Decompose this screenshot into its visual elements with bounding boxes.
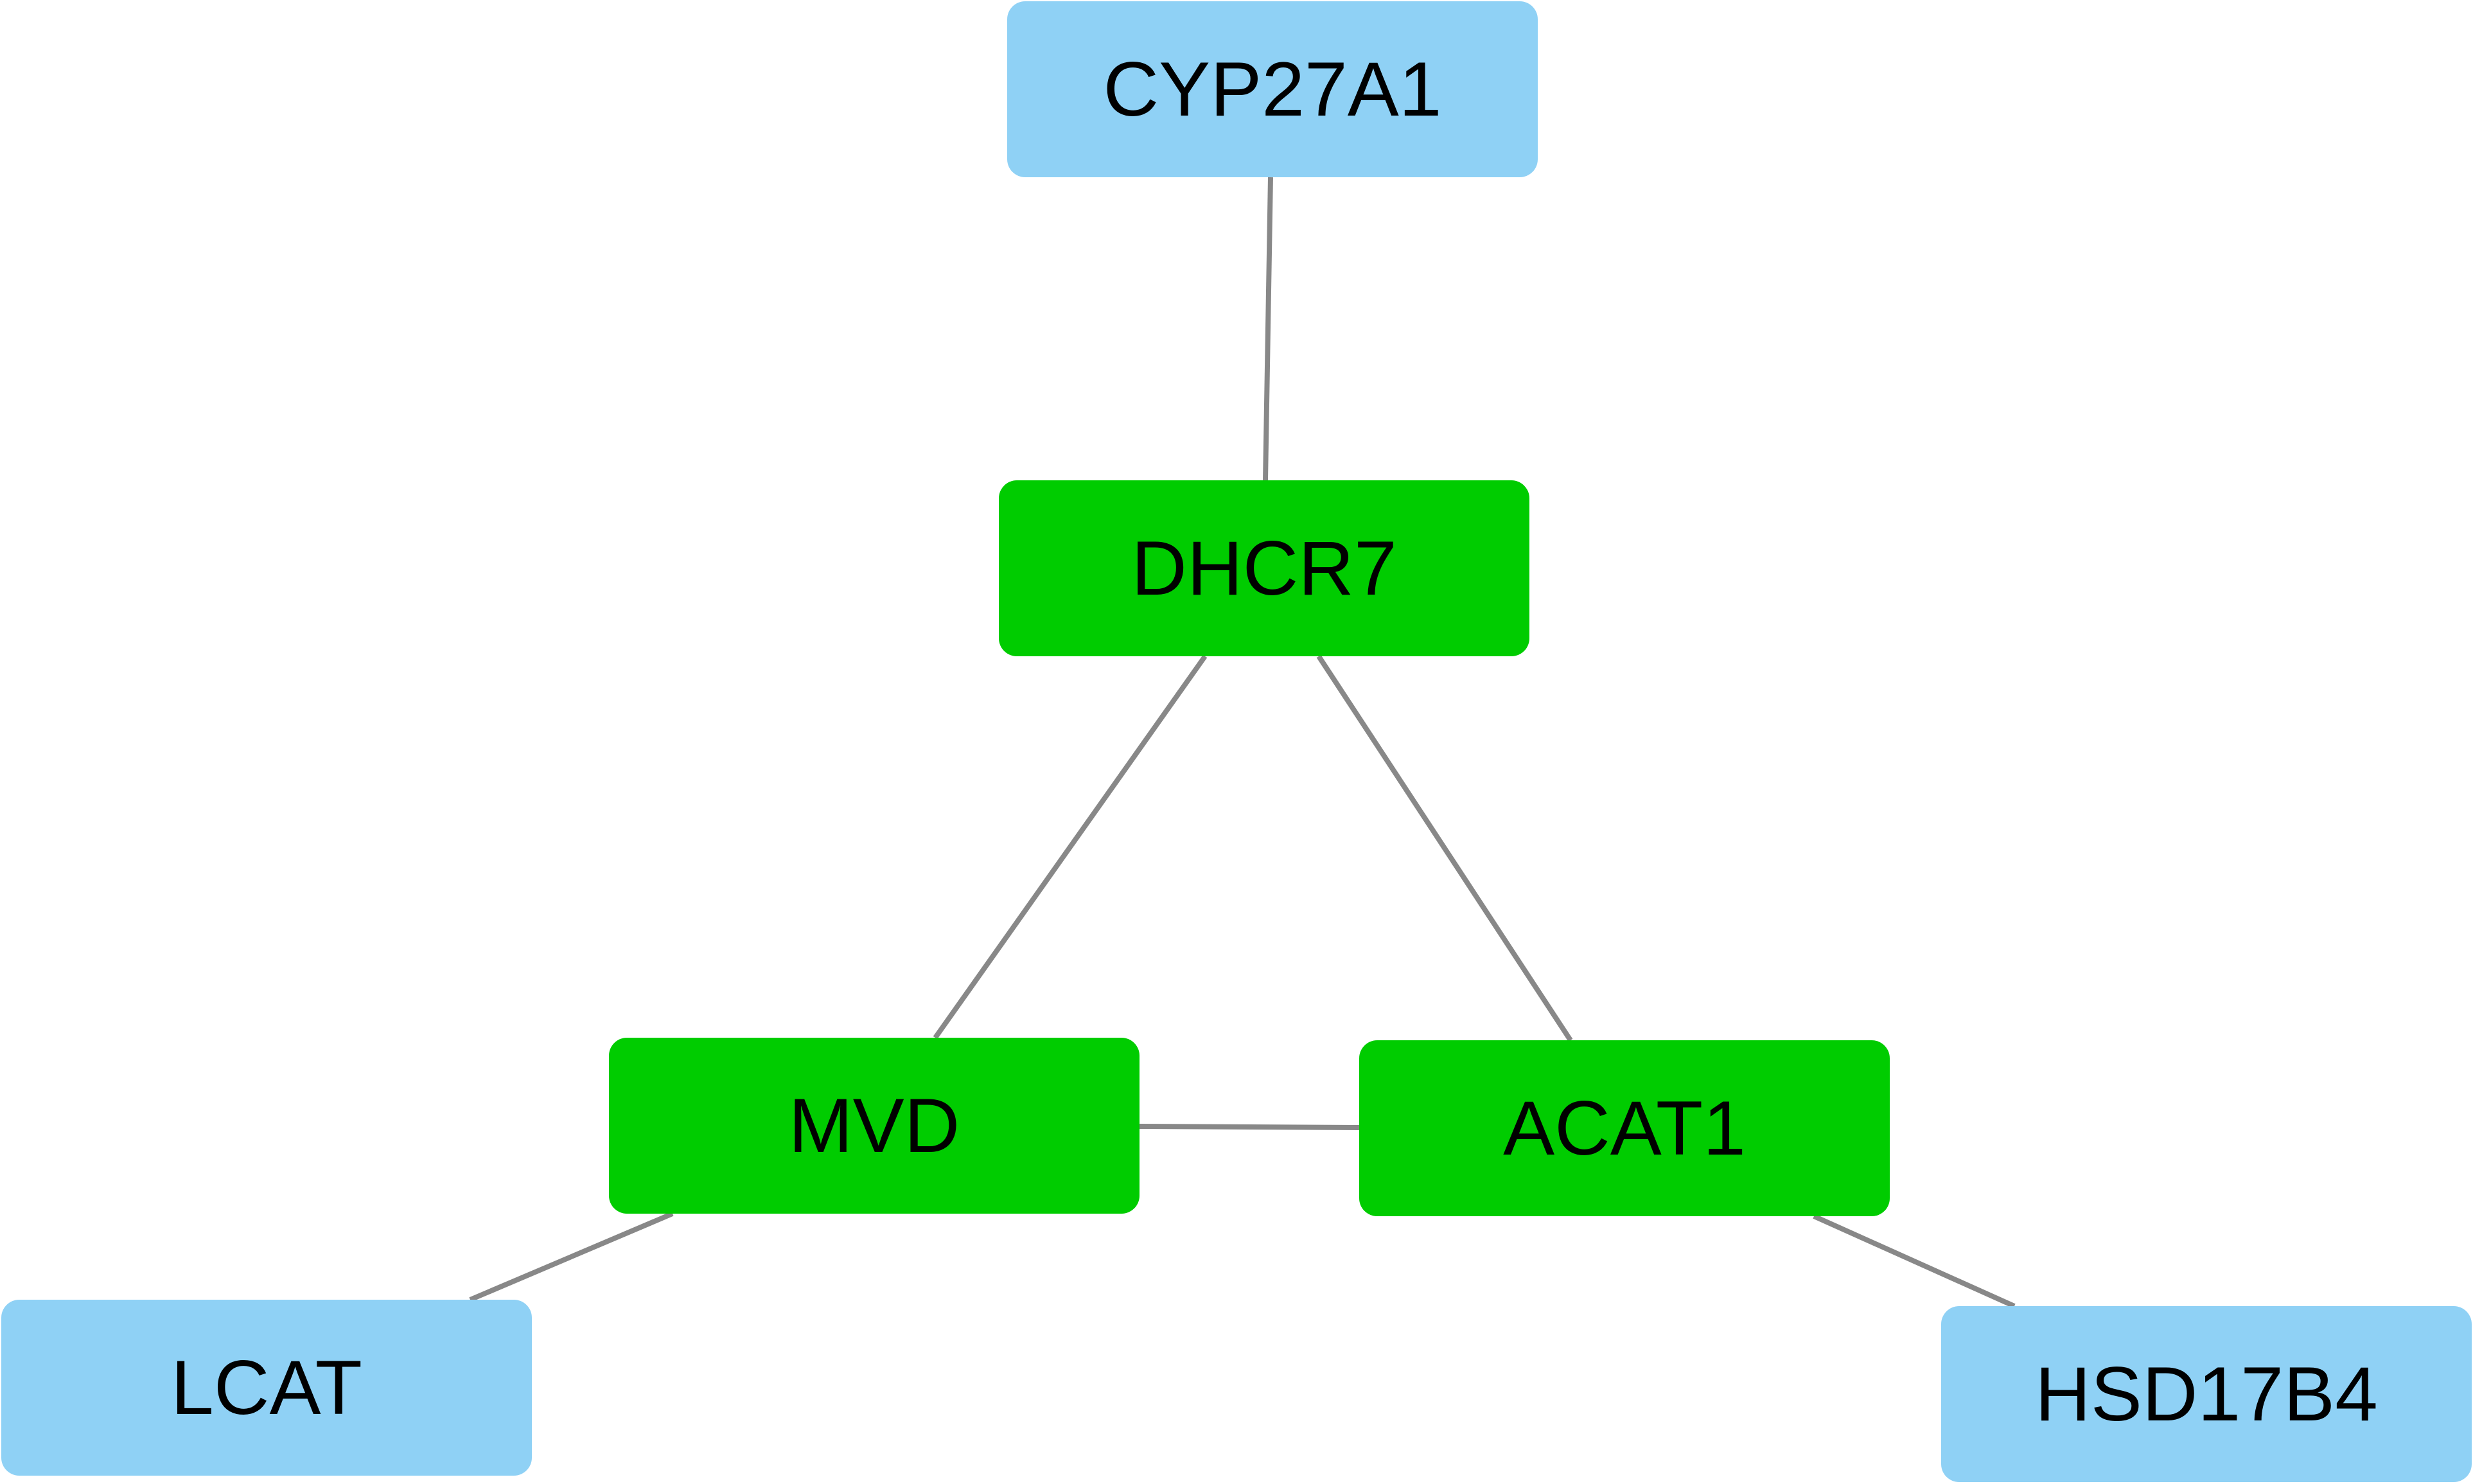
edge-dhcr7-acat1 <box>1316 654 1573 1042</box>
node-lcat-label: LCAT <box>171 1345 362 1431</box>
node-dhcr7[interactable]: DHCR7 <box>999 480 1529 656</box>
node-cyp27a1-label: CYP27A1 <box>1104 46 1442 132</box>
node-mvd-box <box>609 1038 1140 1214</box>
node-mvd-label: MVD <box>789 1083 960 1169</box>
node-acat1-box <box>1359 1040 1890 1216</box>
node-hsd17b4[interactable]: HSD17B4 <box>1941 1306 2472 1482</box>
node-acat1[interactable]: ACAT1 <box>1359 1040 1890 1216</box>
node-hsd17b4-box <box>1941 1306 2472 1482</box>
edge-dhcr7-mvd <box>933 654 1208 1040</box>
node-acat1-label: ACAT1 <box>1503 1085 1746 1171</box>
node-lcat-box <box>1 1300 532 1476</box>
node-mvd[interactable]: MVD <box>609 1038 1140 1214</box>
node-cyp27a1[interactable]: CYP27A1 <box>1007 1 1538 177</box>
edge-mvd-lcat <box>469 1211 674 1302</box>
node-lcat[interactable]: LCAT <box>1 1300 532 1476</box>
edge-mvd-acat1 <box>1139 1124 1360 1130</box>
edge-cyp27a1-dhcr7 <box>1263 177 1273 481</box>
edges-layer <box>469 177 2016 1309</box>
node-dhcr7-box <box>999 480 1529 656</box>
node-cyp27a1-box <box>1007 1 1538 177</box>
node-hsd17b4-label: HSD17B4 <box>2035 1351 2378 1437</box>
edge-acat1-hsd17b4 <box>1813 1214 2016 1309</box>
node-dhcr7-label: DHCR7 <box>1131 525 1396 611</box>
